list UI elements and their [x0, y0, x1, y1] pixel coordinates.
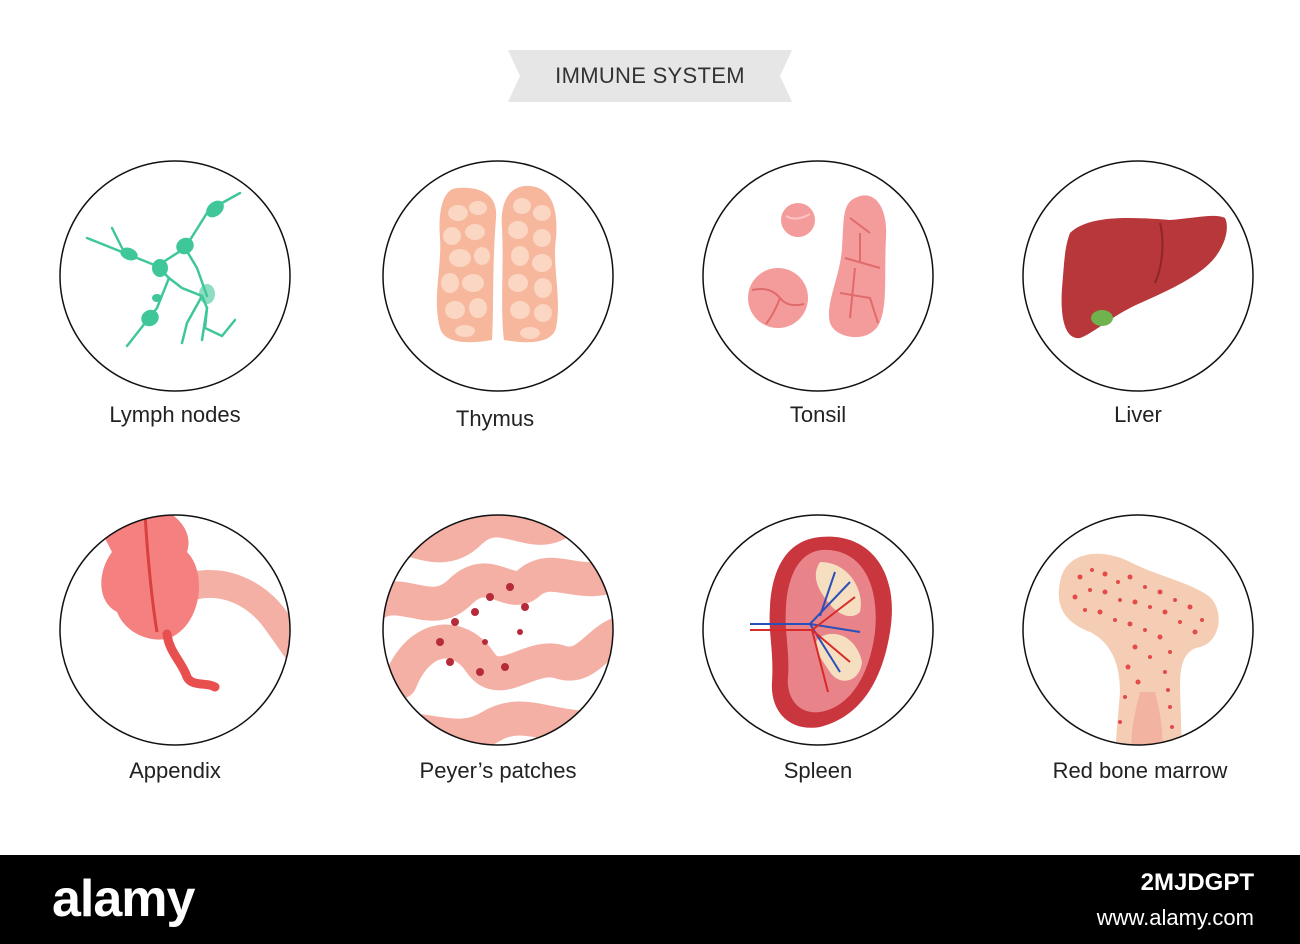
- label-thymus: Thymus: [455, 406, 535, 431]
- label-lymph-nodes: Lymph nodes: [109, 402, 241, 427]
- label-spleen: Spleen: [783, 758, 853, 783]
- brand-logo: alamy: [52, 870, 195, 928]
- banner-ribbon: [508, 50, 792, 102]
- label-appendix: Appendix: [129, 758, 221, 783]
- appendix-illustration: [57, 512, 293, 748]
- peyers-patches-illustration: [380, 512, 616, 748]
- stock-footer-bar: alamy 2MJDGPT www.alamy.com: [0, 855, 1300, 944]
- label-tonsil: Tonsil: [789, 402, 847, 427]
- lymph-nodes-illustration: [57, 158, 293, 394]
- liver-illustration: [1020, 158, 1256, 394]
- label-liver: Liver: [1114, 402, 1162, 427]
- image-info: 2MJDGPT www.alamy.com: [1097, 869, 1254, 931]
- image-id: 2MJDGPT: [1140, 869, 1254, 896]
- page-title: IMMUNE SYSTEM: [555, 63, 745, 88]
- thymus-illustration: [380, 158, 616, 394]
- label-red-bone-marrow: Red bone marrow: [1052, 758, 1228, 783]
- red-bone-marrow-illustration: [1020, 512, 1256, 748]
- spleen-illustration: [700, 512, 936, 748]
- label-peyers-patches: Peyer’s patches: [419, 758, 577, 783]
- tonsil-illustration: [700, 158, 936, 394]
- site-url: www.alamy.com: [1096, 905, 1254, 930]
- title-banner: IMMUNE SYSTEM: [508, 50, 792, 102]
